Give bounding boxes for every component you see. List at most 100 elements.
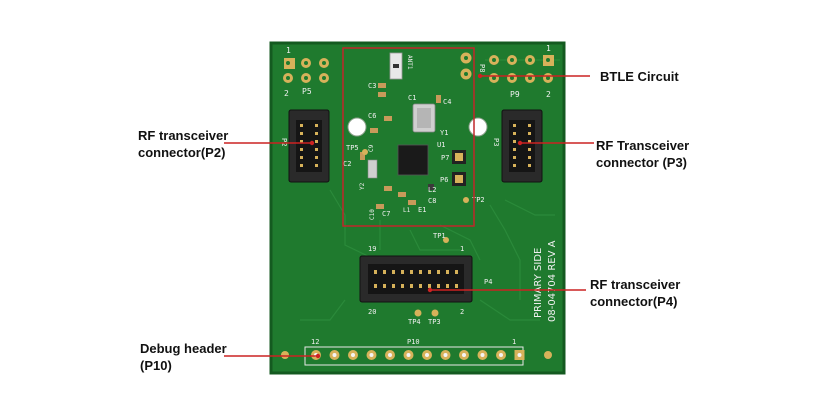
p4-pin	[401, 284, 404, 288]
silk-c10: C10	[369, 209, 376, 220]
callout-p4-line2: connector(P4)	[590, 294, 678, 309]
callout-p10: Debug header (P10)	[140, 340, 227, 374]
silk-c7: C7	[382, 210, 390, 218]
p4-pin	[410, 270, 413, 274]
mounting-hole-right	[468, 117, 488, 137]
silk-c8: C8	[428, 197, 436, 205]
callout-p2-line1: RF transceiver	[138, 128, 229, 143]
callout-lines	[224, 73, 594, 359]
p4-pin	[374, 270, 377, 274]
silk-p10-12: 12	[311, 338, 319, 346]
silk-c4: C4	[443, 98, 451, 106]
callout-p2-line2: connector(P2)	[138, 145, 226, 160]
silk-p5: P5	[302, 87, 312, 96]
silk-board-side: PRIMARY SIDE	[533, 248, 544, 318]
pcb-board	[271, 43, 564, 373]
silk-c1: C1	[408, 94, 416, 102]
silk-tp3: TP3	[428, 318, 441, 326]
callout-btle-text: BTLE Circuit	[600, 69, 679, 84]
silk-y1: Y1	[440, 129, 448, 137]
silk-p4-20: 20	[368, 308, 376, 316]
silk-p9: P9	[510, 90, 520, 99]
p4-pin	[428, 270, 431, 274]
silk-e1: E1	[418, 206, 426, 214]
p4-pin	[383, 270, 386, 274]
p4-pin	[437, 284, 440, 288]
corner-hole-bl	[281, 351, 289, 359]
mounting-hole-left	[347, 117, 367, 137]
p10-pad-hole	[499, 353, 503, 357]
p4-pin	[437, 270, 440, 274]
p4-pin	[374, 284, 377, 288]
p10-pad-hole	[443, 353, 448, 357]
silk-tp2: TP2	[472, 196, 485, 204]
pcb-edge	[269, 41, 566, 375]
p10-pad-hole	[517, 353, 522, 357]
silk-l2: L2	[428, 186, 436, 194]
p3-connector	[501, 109, 543, 183]
p4-pin	[410, 284, 413, 288]
silk-p7: P7	[441, 154, 449, 162]
silk-c2: C2	[343, 160, 351, 168]
btle-components	[360, 52, 469, 317]
silk-c3: C3	[368, 82, 376, 90]
p10-pad-hole	[332, 353, 337, 357]
p8-pads	[460, 52, 472, 80]
p4-pin	[392, 270, 395, 274]
p2-connector	[288, 109, 330, 183]
silk-p9-pin2: 2	[546, 90, 551, 99]
silk-ant1: ANT1	[406, 55, 413, 70]
p10-pad-hole	[480, 353, 485, 357]
p4-pin	[446, 284, 449, 288]
p4-pin	[383, 284, 386, 288]
silk-tp5: TP5	[346, 144, 359, 152]
silk-p10-1: 1	[512, 338, 516, 346]
p4-pin	[455, 270, 458, 274]
p4-pin	[455, 284, 458, 288]
p4-pin	[419, 270, 422, 274]
silk-p9-pin1: 1	[546, 44, 551, 53]
callout-p4: RF transceiver connector(P4)	[590, 276, 680, 310]
silk-p8: P8	[478, 64, 486, 72]
silk-p3: P3	[492, 138, 500, 146]
corner-hole-br	[544, 351, 552, 359]
callout-p3: RF Transceiver connector (P3)	[596, 137, 689, 171]
silk-p4-19: 19	[368, 245, 376, 253]
silk-p10: P10	[407, 338, 420, 346]
silk-board-rev: 08-04704 REV A	[547, 240, 558, 322]
silk-p5-pin2: 2	[284, 89, 289, 98]
silk-p4: P4	[484, 278, 492, 286]
p10-pad-hole	[369, 353, 374, 357]
callout-p4-line1: RF transceiver	[590, 277, 681, 292]
silk-p4-1: 1	[460, 245, 464, 253]
silk-tp1: TP1	[433, 232, 446, 240]
btle-highlight-box	[342, 47, 475, 227]
p5-header	[283, 58, 329, 83]
callout-p2: RF transceiver connector(P2)	[138, 127, 228, 161]
silk-c6: C6	[368, 112, 376, 120]
silk-p5-pin1: 1	[286, 46, 291, 55]
callout-p3-line1: RF Transceiver	[596, 138, 690, 153]
silk-y2: Y2	[359, 182, 366, 190]
p10-pad-hole	[425, 353, 429, 357]
silk-l1: L1	[403, 207, 411, 214]
p4-pin	[446, 270, 449, 274]
p4-connector	[359, 255, 473, 303]
silk-tp4: TP4	[408, 318, 421, 326]
p4-pin	[392, 284, 395, 288]
p4-pin	[419, 284, 422, 288]
p10-pad-hole	[388, 353, 392, 357]
silk-p4-2: 2	[460, 308, 464, 316]
p4-pin	[401, 270, 404, 274]
callout-p3-line2: connector (P3)	[596, 155, 688, 170]
p10-pad-hole	[406, 353, 411, 357]
silk-u1: U1	[437, 141, 445, 149]
p4-pin	[428, 284, 431, 288]
p10-pad-hole	[462, 353, 466, 357]
callout-btle: BTLE Circuit	[600, 68, 679, 85]
callout-p10-line2: (P10)	[140, 358, 172, 373]
p10-header	[311, 350, 525, 360]
callout-p10-line1: Debug header	[140, 341, 227, 356]
